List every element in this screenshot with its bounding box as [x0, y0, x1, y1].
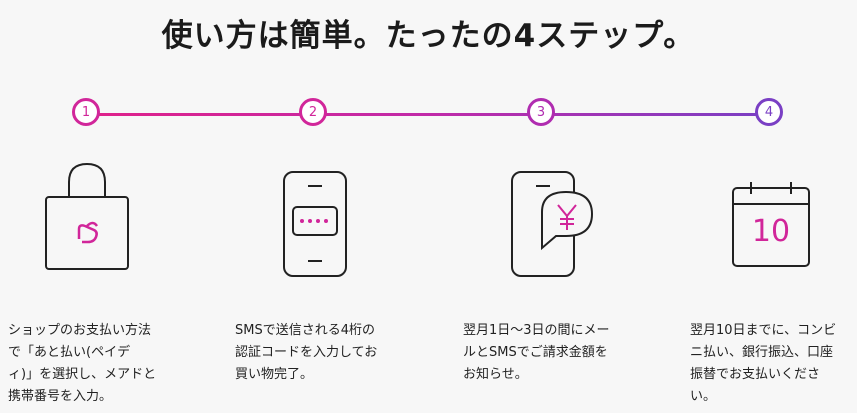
step-1-text-line: 携帯番号を入力。: [8, 389, 113, 404]
step-1-text-line: ショップのお支払い方法: [8, 323, 152, 338]
step-3-number: 3: [536, 104, 546, 120]
step-1-circle: 1: [72, 98, 100, 126]
step-4-text-line: 翌月10日までに、コンビ: [690, 323, 837, 338]
calendar-day-number: 10: [751, 214, 791, 249]
step-3-circle: 3: [527, 98, 555, 126]
step-2-text-line: 認証コードを入力してお: [235, 345, 378, 360]
step-2-description: SMSで送信される4桁の 認証コードを入力してお 買い物完了。: [235, 320, 400, 386]
step-2-circle: 2: [299, 98, 327, 126]
step-3-description: 翌月1日〜3日の間にメー ルとSMSでご請求金額を お知らせ。: [463, 320, 628, 386]
step-3-text-line: 翌月1日〜3日の間にメー: [463, 323, 610, 338]
step-1-text-line: で「あと払い(ペイデ: [8, 345, 131, 360]
step-4-description: 翌月10日までに、コンビ ニ払い、銀行振込、口座 振替でお支払いくださ い。: [690, 320, 855, 408]
phone-sms-code-icon: [282, 170, 348, 282]
step-4-text-line: 振替でお支払いくださ: [690, 367, 821, 382]
step-4-number: 4: [764, 104, 774, 120]
step-3-text-line: お知らせ。: [463, 367, 528, 382]
step-3-text-line: ルとSMSでご請求金額を: [463, 345, 608, 360]
step-4-text-line: い。: [690, 389, 717, 404]
step-2-text-line: 買い物完了。: [235, 367, 314, 382]
step-1-description: ショップのお支払い方法 で「あと払い(ペイデ ィ)」を選択し、メアドと 携帯番号…: [8, 320, 173, 408]
step-4-circle: 4: [755, 98, 783, 126]
shopping-bag-icon: [44, 160, 130, 276]
page-title: 使い方は簡単。たったの4ステップ。: [161, 18, 696, 54]
phone-yen-bubble-icon: [510, 170, 600, 282]
calendar-icon: 10: [731, 180, 811, 272]
step-1-number: 1: [81, 104, 91, 120]
step-2-number: 2: [308, 104, 318, 120]
step-2-text-line: SMSで送信される4桁の: [235, 323, 375, 338]
step-1-text-line: ィ)」を選択し、メアドと: [8, 367, 157, 382]
steps-connector-line: [86, 113, 769, 116]
step-4-text-line: ニ払い、銀行振込、口座: [690, 345, 834, 360]
